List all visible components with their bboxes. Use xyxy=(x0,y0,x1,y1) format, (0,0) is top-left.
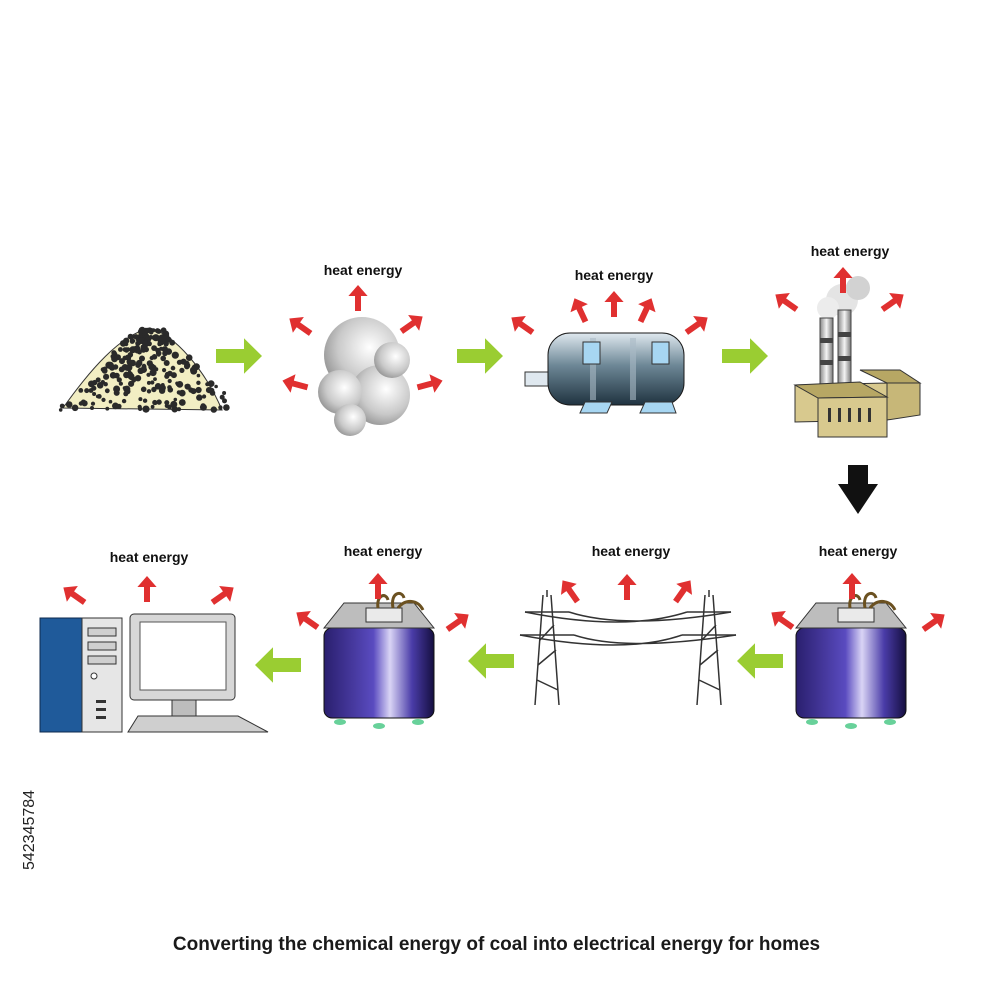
heat-arrow xyxy=(368,573,388,599)
heat-arrow xyxy=(842,573,862,599)
heat-arrow xyxy=(511,315,535,335)
computer xyxy=(39,613,269,733)
heat-label-transformer-right: heat energy xyxy=(818,543,898,559)
flow-arrow xyxy=(737,643,783,679)
heat-label-computer: heat energy xyxy=(109,549,189,565)
heat-label-steam: heat energy xyxy=(323,262,403,278)
heat-arrow xyxy=(775,292,799,312)
heat-arrow xyxy=(560,580,580,604)
turbine-generator xyxy=(524,332,685,414)
heat-arrow xyxy=(684,315,708,335)
heat-arrow xyxy=(137,576,157,602)
heat-arrow xyxy=(399,314,423,334)
flow-arrow xyxy=(216,338,262,374)
heat-label-power-lines: heat energy xyxy=(591,543,671,559)
coal-pile xyxy=(58,326,230,413)
heat-arrow xyxy=(771,610,795,630)
heat-label-transformer-left: heat energy xyxy=(343,543,423,559)
heat-arrow xyxy=(921,612,945,632)
heat-arrow xyxy=(289,316,313,336)
down-arrow xyxy=(838,465,878,514)
heat-arrow xyxy=(637,298,656,324)
heat-arrow xyxy=(673,580,693,604)
heat-arrow xyxy=(570,298,589,324)
heat-arrow xyxy=(210,585,234,605)
transformer-left xyxy=(322,591,436,729)
heat-label-turbine: heat energy xyxy=(574,267,654,283)
diagram-caption: Converting the chemical energy of coal i… xyxy=(172,934,821,955)
heat-arrow xyxy=(833,267,853,293)
transformer-right xyxy=(794,591,908,729)
heat-arrow xyxy=(445,612,469,632)
steam-cloud xyxy=(318,317,410,436)
flow-arrow xyxy=(468,643,514,679)
heat-arrow xyxy=(617,574,637,600)
heat-arrows xyxy=(63,267,945,632)
heat-arrow xyxy=(604,291,624,317)
heat-arrow xyxy=(296,610,320,630)
flow-arrow xyxy=(255,647,301,683)
flow-arrow xyxy=(457,338,503,374)
flow-arrow xyxy=(722,338,768,374)
power-plant xyxy=(793,276,922,438)
heat-label-plant: heat energy xyxy=(810,243,890,259)
power-lines xyxy=(519,590,737,706)
heat-arrow xyxy=(416,374,443,393)
heat-arrow xyxy=(880,292,904,312)
stock-id: 542345784 xyxy=(21,789,38,871)
heat-arrow xyxy=(348,285,368,311)
heat-arrow xyxy=(63,585,87,605)
flow-arrows xyxy=(216,338,783,683)
heat-arrow xyxy=(282,374,309,393)
